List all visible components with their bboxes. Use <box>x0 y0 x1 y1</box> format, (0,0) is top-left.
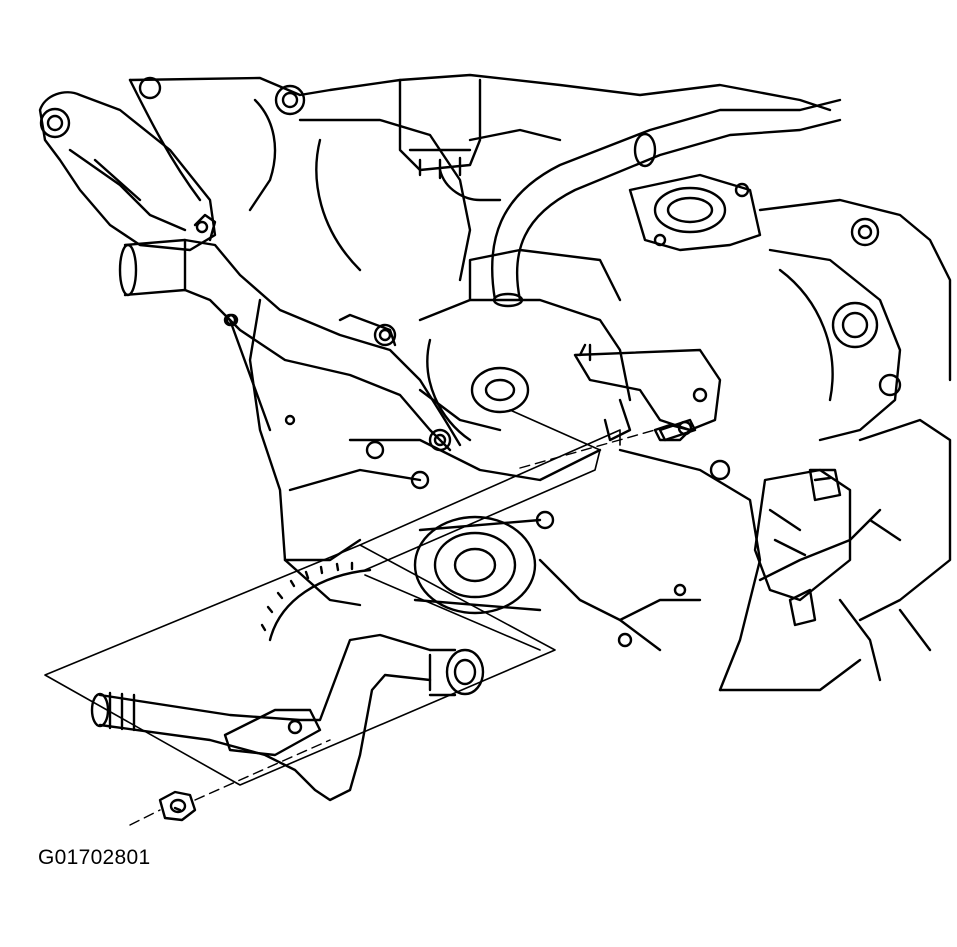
sensor-connector <box>755 470 850 625</box>
flywheel-ring <box>262 563 370 640</box>
water-pump <box>420 250 630 450</box>
assembly-centerline <box>130 430 655 825</box>
mounting-bracket <box>40 92 215 250</box>
crankshaft-pulley <box>415 517 540 613</box>
outlet-flange <box>630 175 760 250</box>
retaining-nut <box>160 792 195 820</box>
engine-block <box>130 75 950 690</box>
coolant-inlet-pipe <box>120 215 460 450</box>
coolant-bypass-pipe <box>92 635 483 800</box>
thermostat-housing <box>400 80 560 200</box>
figure-id-label: G01702801 <box>38 846 150 870</box>
pump-bracket <box>575 345 720 440</box>
